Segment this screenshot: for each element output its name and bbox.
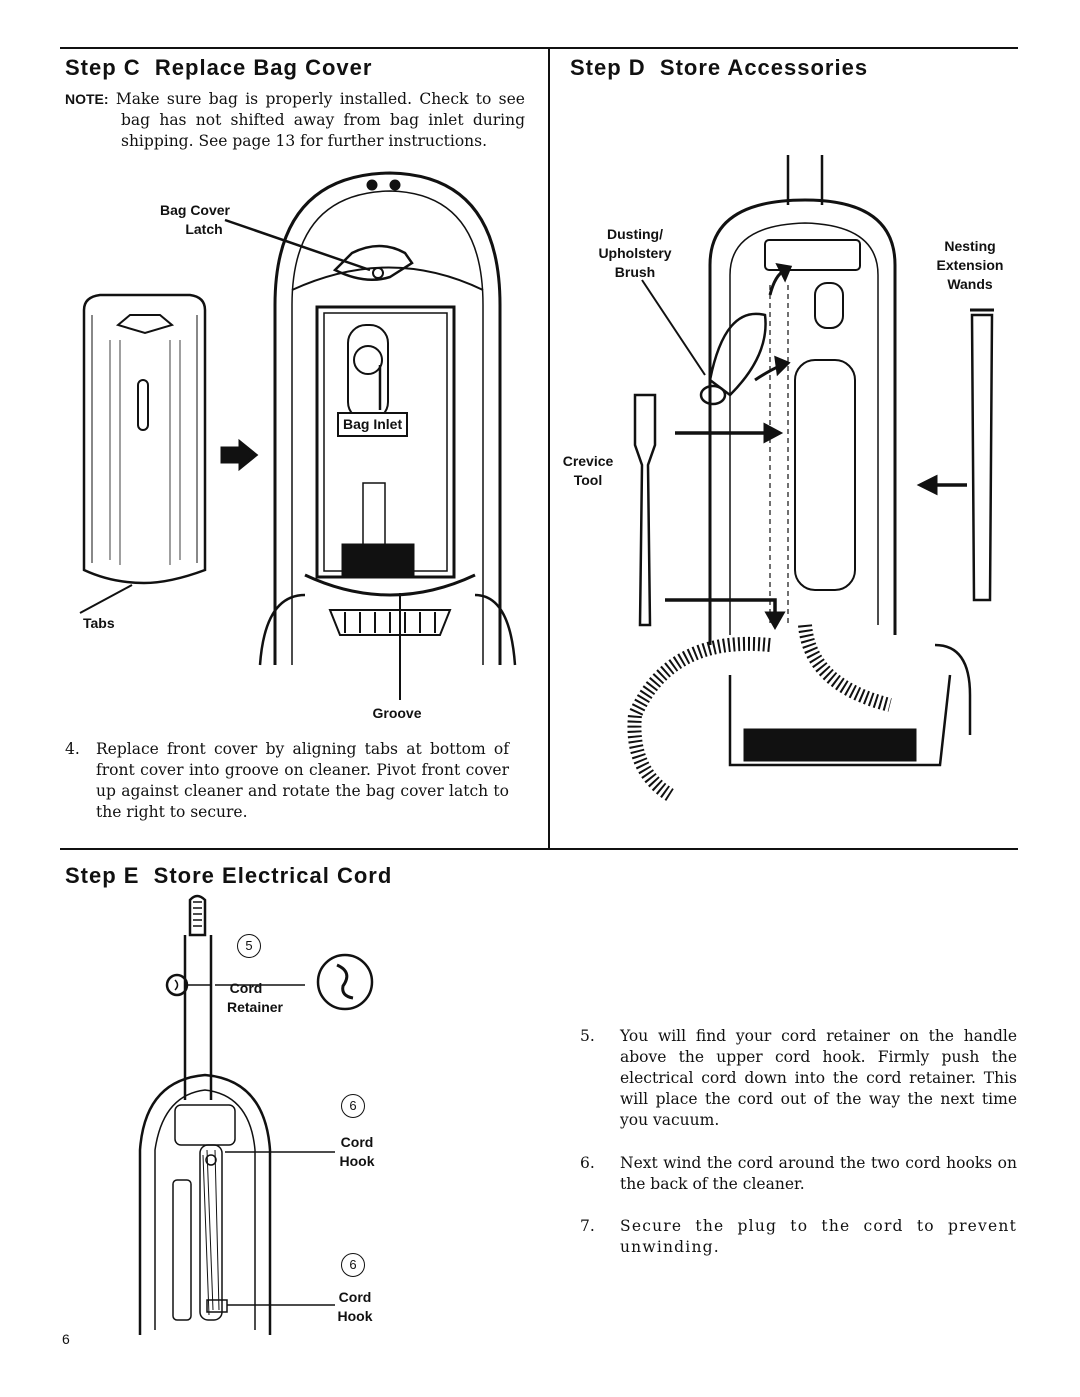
note-text: Make sure bag is properly installed. Che… <box>115 90 525 150</box>
label-crevice-tool: Crevice Tool <box>548 452 628 490</box>
brush-text: Brush <box>614 264 656 280</box>
step-4-text: Replace front cover by aligning tabs at … <box>96 740 509 821</box>
label-nesting-wands: Nesting Extension Wands <box>922 237 1018 294</box>
step-4-number: 4. <box>65 740 80 758</box>
step-5-number: 5. <box>580 1027 595 1045</box>
badge-step-5: 5 <box>237 934 261 958</box>
cord-retainer-line1: Cord <box>229 980 263 996</box>
cord-hook-upper-line2: Hook <box>339 1153 375 1169</box>
step-7-text: Secure the plug to the cord to prevent u… <box>620 1217 1017 1256</box>
cord-hook-upper-line1: Cord <box>340 1134 374 1150</box>
tool-text: Tool <box>573 472 603 488</box>
step-6-text: Next wind the cord around the two cord h… <box>620 1154 1017 1193</box>
latch-text: Latch <box>185 221 223 237</box>
label-dusting-brush: Dusting/ Upholstery Brush <box>582 225 688 282</box>
label-cord-hook-upper: Cord Hook <box>328 1133 386 1171</box>
step-c-title: Step C Replace Bag Cover <box>65 55 373 80</box>
top-rule <box>60 47 1018 49</box>
cord-hook-lower-line1: Cord <box>338 1289 372 1305</box>
label-bag-cover-latch: Bag Cover Latch <box>145 201 245 239</box>
note-label: NOTE: <box>65 91 109 107</box>
label-cord-retainer: Cord Retainer <box>217 979 293 1017</box>
label-tabs: Tabs <box>83 615 115 631</box>
extension-text: Extension <box>936 257 1004 273</box>
dusting-text: Dusting/ <box>607 226 663 242</box>
store-accessories-illustration <box>627 155 994 801</box>
label-cord-hook-lower: Cord Hook <box>326 1288 384 1326</box>
wands-text: Wands <box>947 276 993 292</box>
upholstery-text: Upholstery <box>598 245 672 261</box>
step-c-instruction-4: 4. Replace front cover by aligning tabs … <box>65 739 509 823</box>
column-divider <box>548 47 550 849</box>
step-e-instruction-7: 7. Secure the plug to the cord to preven… <box>580 1216 1017 1258</box>
badge-step-6-upper: 6 <box>341 1094 365 1118</box>
middle-rule <box>60 848 1018 850</box>
label-bag-inlet: Bag Inlet <box>337 412 409 437</box>
page-number: 6 <box>62 1331 70 1347</box>
bag-cover-illustration <box>79 171 517 700</box>
nesting-text: Nesting <box>944 238 996 254</box>
step-c-note: NOTE: Make sure bag is properly installe… <box>65 89 525 152</box>
crevice-text: Crevice <box>562 453 614 469</box>
step-7-number: 7. <box>580 1217 595 1235</box>
cord-hook-lower-line2: Hook <box>337 1308 373 1324</box>
step-6-number: 6. <box>580 1154 595 1172</box>
cord-retainer-line2: Retainer <box>226 999 284 1015</box>
step-d-title: Step D Store Accessories <box>570 55 869 80</box>
bag-cover-text: Bag Cover <box>159 202 231 218</box>
step-e-instruction-5: 5. You will find your cord retainer on t… <box>580 1026 1017 1131</box>
badge-step-6-lower: 6 <box>341 1253 365 1277</box>
cord-storage-illustration <box>138 894 374 1335</box>
step-e-title: Step E Store Electrical Cord <box>65 863 393 888</box>
step-5-text: You will find your cord retainer on the … <box>620 1027 1017 1129</box>
step-e-instruction-6: 6. Next wind the cord around the two cor… <box>580 1153 1017 1195</box>
label-groove: Groove <box>372 705 422 721</box>
